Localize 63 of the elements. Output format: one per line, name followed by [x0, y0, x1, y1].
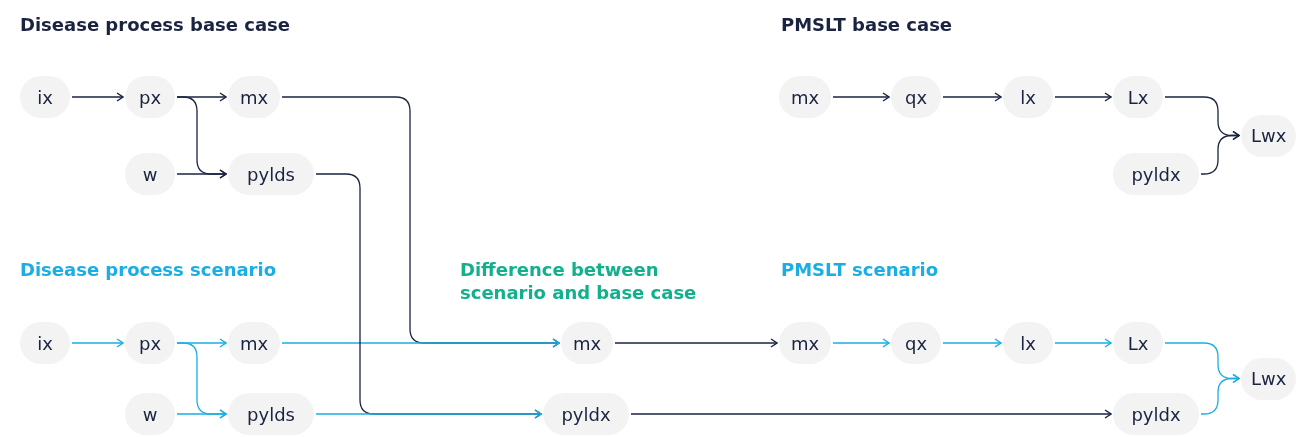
variable-label: mx	[239, 86, 269, 108]
arrow	[630, 409, 1112, 419]
variable-pill	[228, 393, 314, 435]
variable-pill	[1003, 322, 1053, 364]
variable-label: w	[142, 163, 158, 185]
variable-label: pyldx	[1131, 163, 1181, 185]
variable-pill	[125, 322, 175, 364]
arrow	[1200, 130, 1240, 175]
variable-label: mx	[790, 86, 820, 108]
variable-pill	[891, 76, 941, 118]
variable-pill	[1241, 357, 1297, 400]
arrow	[832, 338, 890, 348]
variable-label: lx	[1020, 332, 1036, 354]
variable-label: mx	[790, 332, 820, 354]
variable-label: Lx	[1127, 332, 1149, 354]
section-heading: PMSLT scenario	[781, 258, 939, 282]
variable-label: ix	[37, 86, 53, 108]
arrow	[942, 92, 1002, 102]
variable-label: mx	[239, 332, 269, 354]
section-heading: PMSLT base case	[781, 13, 953, 37]
variable-label: Lx	[1127, 86, 1149, 108]
arrow	[614, 338, 778, 348]
variable-pill	[779, 322, 831, 364]
variable-label: pyldx	[561, 403, 611, 425]
variable-pill	[561, 322, 613, 364]
variable-pill	[1113, 393, 1199, 435]
variable-label: px	[138, 332, 162, 354]
arrow	[71, 92, 124, 102]
variable-pill	[1113, 322, 1163, 364]
section-heading: Difference between scenario and base case	[460, 258, 698, 305]
arrow	[942, 338, 1002, 348]
variable-pill	[125, 76, 175, 118]
variable-pill	[543, 393, 629, 435]
variable-label: Lwx	[1251, 368, 1287, 389]
variable-label: w	[142, 403, 158, 425]
variable-label: mx	[572, 332, 602, 354]
arrow	[71, 338, 124, 348]
arrow	[1200, 373, 1240, 415]
section-heading: Disease process base case	[20, 13, 291, 37]
variable-label: ix	[37, 332, 53, 354]
variable-label: lx	[1020, 86, 1036, 108]
arrow	[315, 409, 542, 419]
arrow	[832, 92, 890, 102]
variable-pill	[228, 153, 314, 195]
section-heading: Disease process scenario	[20, 258, 277, 282]
variable-label: px	[138, 86, 162, 108]
arrow	[1054, 92, 1112, 102]
arrow	[176, 169, 227, 179]
variable-label: pylds	[247, 163, 295, 185]
variable-label: pyldx	[1131, 403, 1181, 425]
arrow	[281, 338, 560, 348]
variable-label: pylds	[247, 403, 295, 425]
arrow	[1054, 338, 1112, 348]
variable-label: qx	[904, 86, 928, 108]
variable-pill	[228, 322, 280, 364]
variable-label: Lwx	[1251, 125, 1287, 146]
arrow	[176, 409, 227, 419]
variable-pill	[891, 322, 941, 364]
variable-label: qx	[904, 332, 928, 354]
variable-pill	[1241, 114, 1297, 157]
variable-pill	[1113, 76, 1163, 118]
variable-pill	[1003, 76, 1053, 118]
variable-pill	[228, 76, 280, 118]
